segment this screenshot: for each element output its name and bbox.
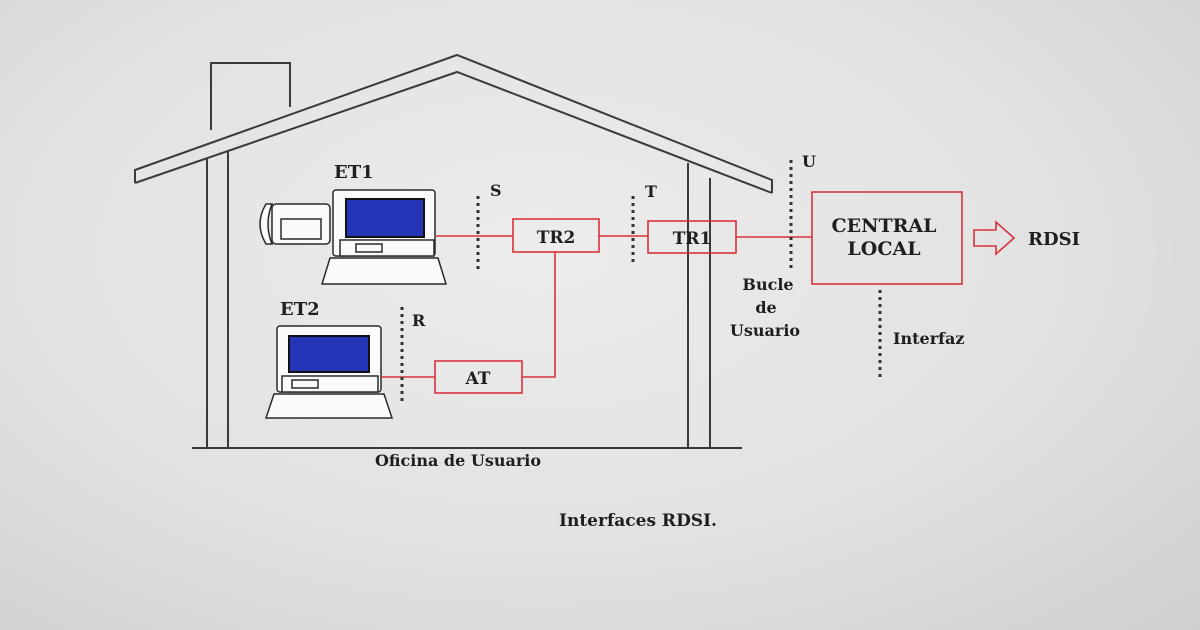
tr2-label: TR2 <box>537 228 576 248</box>
central-label-line1: CENTRAL <box>831 215 936 237</box>
central-local-box <box>811 191 963 285</box>
links <box>381 235 812 378</box>
loop-label-line1: Bucle <box>742 275 793 294</box>
et2-computer-icon <box>264 325 394 419</box>
ref-r-label: R <box>412 311 426 330</box>
ref-t-label: T <box>645 182 657 201</box>
tr2-box <box>512 218 600 253</box>
loop-label-line3: Usuario <box>730 321 800 340</box>
telephone-icon <box>259 203 331 245</box>
ref-u-label: U <box>802 152 816 171</box>
et1-terminal <box>259 189 448 285</box>
roof-inner <box>134 70 773 194</box>
link-tr2-at <box>522 252 556 378</box>
network-label: RDSI <box>1028 229 1080 250</box>
tr1-box <box>647 220 737 254</box>
house-outline <box>134 53 773 449</box>
interface-label: Interfaz <box>893 329 964 348</box>
tr1-label: TR1 <box>673 229 712 249</box>
office-label: Oficina de Usuario <box>375 451 541 470</box>
loop-label-line2: de <box>755 298 776 317</box>
et2-label: ET2 <box>280 299 320 320</box>
at-label: AT <box>465 369 491 389</box>
arrow-right-icon <box>973 220 1016 256</box>
et1-label: ET1 <box>334 162 374 183</box>
computer-icon <box>320 189 448 285</box>
diagram-title: Interfaces RDSI. <box>559 511 717 531</box>
ref-s-label: S <box>490 181 502 200</box>
central-label-line2: LOCAL <box>847 238 920 260</box>
at-box <box>434 360 523 394</box>
chimney <box>210 62 291 130</box>
roof-outer <box>134 53 773 193</box>
